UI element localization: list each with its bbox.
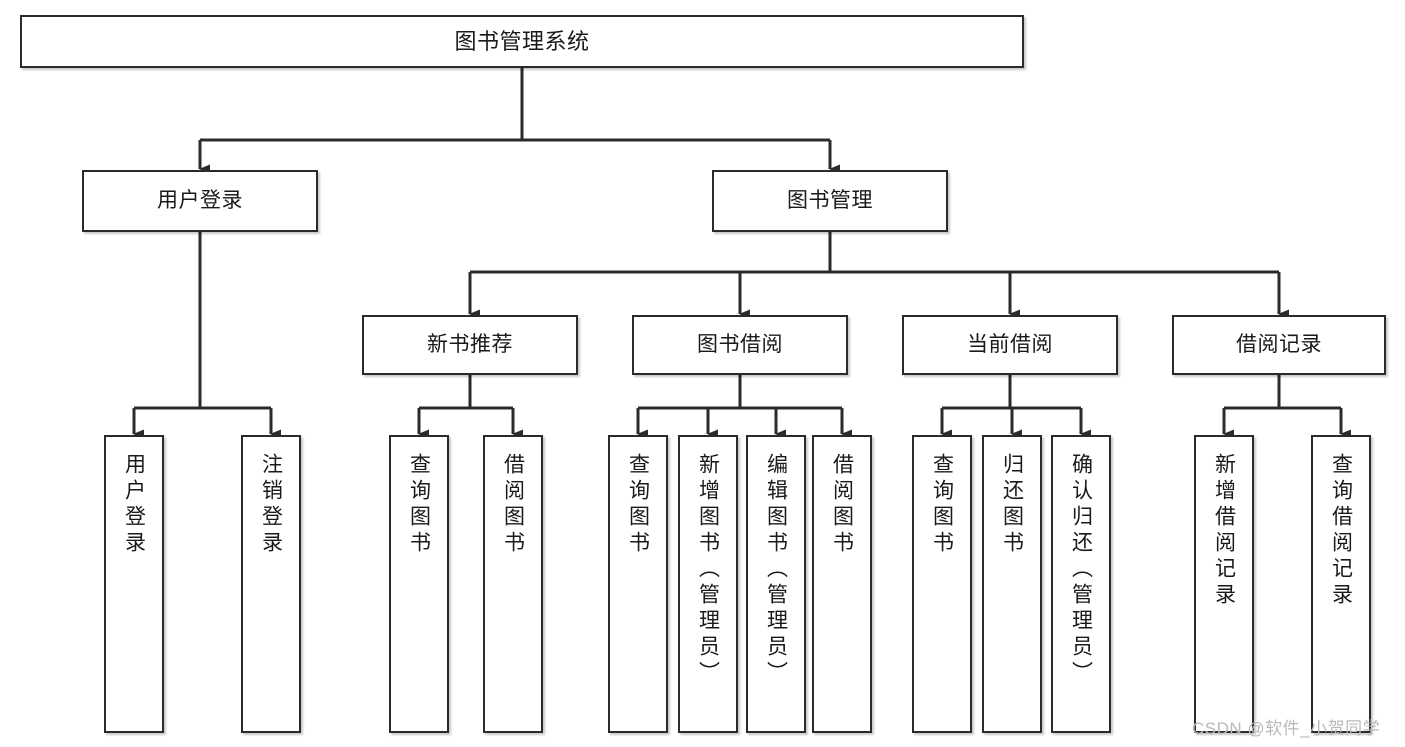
node-leaf-borrow-book-2[interactable]: 借阅图书 xyxy=(812,435,872,733)
node-leaf-add-record[interactable]: 新增借阅记录 xyxy=(1194,435,1254,733)
node-root[interactable]: 图书管理系统 xyxy=(20,15,1024,68)
node-leaf-query-record-label: 查询借阅记录 xyxy=(1329,453,1353,609)
node-leaf-user-login[interactable]: 用户登录 xyxy=(104,435,164,733)
csdn-watermark: CSDN @软件_小贺同学 xyxy=(1192,719,1381,738)
node-leaf-edit-book-label: 编辑图书（管理员） xyxy=(764,453,788,687)
node-leaf-query-book-2-label: 查询图书 xyxy=(626,453,650,557)
node-user-login-label: 用户登录 xyxy=(157,188,243,212)
node-book-management[interactable]: 图书管理 xyxy=(712,170,948,232)
node-leaf-confirm-return[interactable]: 确认归还（管理员） xyxy=(1051,435,1111,733)
node-current-borrow[interactable]: 当前借阅 xyxy=(902,315,1118,375)
node-leaf-query-book-3-label: 查询图书 xyxy=(930,453,954,557)
node-leaf-add-book-label: 新增图书（管理员） xyxy=(696,453,720,687)
node-leaf-query-book-3[interactable]: 查询图书 xyxy=(912,435,972,733)
connector-lines xyxy=(132,68,1351,439)
node-book-management-label: 图书管理 xyxy=(787,188,873,212)
node-book-borrow[interactable]: 图书借阅 xyxy=(632,315,848,375)
node-leaf-return-book-label: 归还图书 xyxy=(1000,453,1024,557)
node-leaf-borrow-book-1[interactable]: 借阅图书 xyxy=(483,435,543,733)
node-borrow-record-label: 借阅记录 xyxy=(1236,332,1322,356)
node-borrow-record[interactable]: 借阅记录 xyxy=(1172,315,1386,375)
node-new-book-recommend-label: 新书推荐 xyxy=(427,332,513,356)
node-user-login[interactable]: 用户登录 xyxy=(82,170,318,232)
node-leaf-user-login-label: 用户登录 xyxy=(122,453,146,557)
node-leaf-add-book[interactable]: 新增图书（管理员） xyxy=(678,435,738,733)
node-leaf-confirm-return-label: 确认归还（管理员） xyxy=(1069,453,1093,687)
node-leaf-user-logout[interactable]: 注销登录 xyxy=(241,435,301,733)
node-current-borrow-label: 当前借阅 xyxy=(967,332,1053,356)
node-leaf-return-book[interactable]: 归还图书 xyxy=(982,435,1042,733)
node-leaf-add-record-label: 新增借阅记录 xyxy=(1212,453,1236,609)
node-new-book-recommend[interactable]: 新书推荐 xyxy=(362,315,578,375)
node-leaf-query-book-1-label: 查询图书 xyxy=(407,453,431,557)
node-leaf-edit-book[interactable]: 编辑图书（管理员） xyxy=(746,435,806,733)
node-book-borrow-label: 图书借阅 xyxy=(697,332,783,356)
node-leaf-borrow-book-1-label: 借阅图书 xyxy=(501,453,525,557)
node-leaf-user-logout-label: 注销登录 xyxy=(259,453,283,557)
node-leaf-borrow-book-2-label: 借阅图书 xyxy=(830,453,854,557)
node-root-label: 图书管理系统 xyxy=(454,28,590,54)
node-leaf-query-book-1[interactable]: 查询图书 xyxy=(389,435,449,733)
node-leaf-query-record[interactable]: 查询借阅记录 xyxy=(1311,435,1371,733)
node-leaf-query-book-2[interactable]: 查询图书 xyxy=(608,435,668,733)
